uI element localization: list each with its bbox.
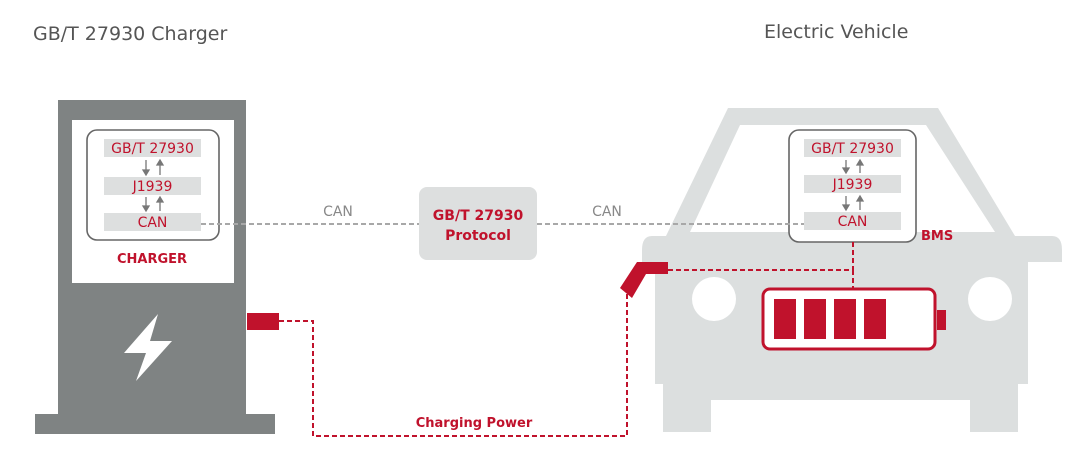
charger-layer-box-top	[104, 139, 201, 157]
battery-terminal	[937, 310, 946, 330]
bms-layer-top: GB/T 27930	[811, 141, 894, 157]
car-headlight-left	[692, 277, 736, 321]
charger-plug	[247, 313, 279, 330]
bms-label: BMS	[921, 229, 953, 244]
bms-layer-box-middle	[804, 175, 901, 193]
charging-power-line	[279, 292, 628, 437]
battery-cell	[834, 299, 856, 339]
protocol-box-bg	[419, 187, 537, 260]
can-label-left: CAN	[323, 204, 353, 220]
charger-layer-middle: J1939	[132, 179, 173, 195]
bms-layer-box-bottom	[804, 212, 901, 230]
charging-power-label: Charging Power	[416, 416, 533, 431]
charger-layer-arrows	[141, 158, 165, 213]
car-headlight-right	[968, 277, 1012, 321]
lightning-icon	[124, 314, 172, 381]
battery-cell	[804, 299, 826, 339]
charger-base	[35, 414, 275, 434]
bms-layer-middle: J1939	[832, 177, 873, 193]
charger-layer-top: GB/T 27930	[111, 141, 194, 157]
can-label-right: CAN	[592, 204, 622, 220]
charger-layer-box-bottom	[104, 213, 201, 231]
bms-layer-bottom: CAN	[838, 214, 868, 230]
charger-station: GB/T 27930 J1939 CAN CHARGER	[35, 100, 279, 434]
protocol-line1: GB/T 27930	[433, 208, 524, 224]
bms-layer-arrows	[841, 158, 865, 212]
bms-layer-box-top	[804, 139, 901, 157]
battery-cell	[864, 299, 886, 339]
charger-title: GB/T 27930 Charger	[33, 23, 227, 45]
charger-layer-bottom: CAN	[138, 215, 168, 231]
battery-icon	[761, 287, 946, 351]
protocol-line2: Protocol	[445, 228, 511, 244]
vehicle-inlet-plug	[620, 262, 668, 298]
battery-cell	[774, 299, 796, 339]
charger-layer-box-middle	[104, 177, 201, 195]
vehicle-title: Electric Vehicle	[764, 21, 908, 43]
battery-cells	[774, 299, 886, 339]
charger-label: CHARGER	[117, 252, 187, 267]
protocol-box: GB/T 27930 Protocol	[419, 187, 537, 260]
